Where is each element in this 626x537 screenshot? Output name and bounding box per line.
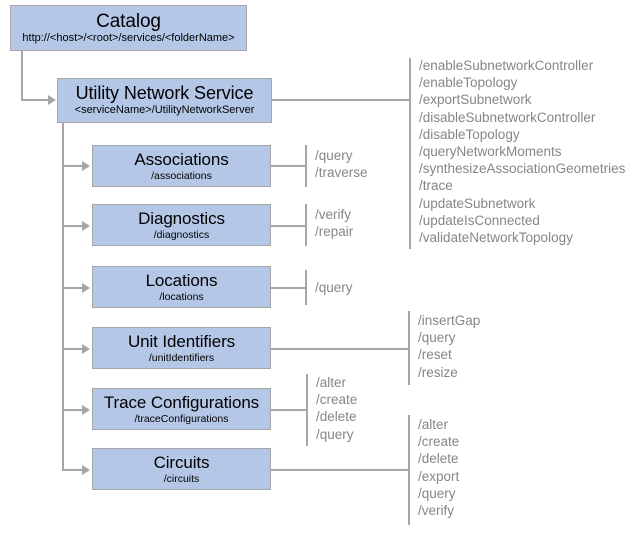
- trace-configurations-operation: /alter: [316, 375, 347, 390]
- bracket-locations-operations: [305, 270, 307, 305]
- connector-branch-locations: [62, 287, 84, 289]
- service-operation: /updateSubnetwork: [419, 195, 536, 211]
- arrow-to-unit-identifiers: [82, 344, 90, 354]
- bracket-service-operations: [409, 58, 411, 249]
- circuits-operation: /alter: [418, 417, 449, 432]
- connector-diagnostics-to-operations: [271, 225, 307, 227]
- connector-locations-to-operations: [271, 287, 307, 289]
- node-trace-configurations-path: /traceConfigurations: [134, 412, 229, 425]
- connector-unit-identifiers-to-operations: [271, 348, 410, 350]
- service-operation: /validateNetworkTopology: [419, 230, 573, 246]
- bracket-circuits-operations: [408, 415, 410, 525]
- circuits-operation: /verify: [418, 503, 455, 519]
- node-unit-identifiers-path: /unitIdentifiers: [148, 351, 215, 364]
- connector-branch-associations: [62, 165, 84, 167]
- bracket-trace-configurations-operations: [306, 374, 308, 446]
- operations-trace-configurations: /alter/create/delete/query: [316, 374, 357, 443]
- bracket-associations-operations: [305, 145, 307, 187]
- operations-circuits: /alter/create/delete/export/query/verify: [418, 416, 459, 519]
- connector-branch-unit-identifiers: [62, 348, 84, 350]
- node-trace-configurations: Trace Configurations /traceConfiguration…: [92, 388, 271, 430]
- diagnostics-operation: /verify: [315, 207, 352, 222]
- node-unit-identifiers: Unit Identifiers /unitIdentifiers: [92, 327, 271, 369]
- service-operation: /updateIsConnected: [419, 212, 540, 228]
- service-operation: /trace: [419, 178, 453, 194]
- node-catalog-title: Catalog: [96, 10, 161, 32]
- trace-configurations-operation: /create: [316, 392, 358, 408]
- node-circuits-path: /circuits: [163, 472, 200, 485]
- operations-unit-identifiers: /insertGap/query/reset/resize: [418, 312, 480, 381]
- operations-service: /enableSubnetworkController/enableTopolo…: [419, 57, 625, 246]
- node-associations-path: /associations: [151, 169, 212, 182]
- node-diagnostics: Diagnostics /diagnostics: [92, 204, 271, 246]
- bracket-diagnostics-operations: [305, 204, 307, 246]
- locations-operation: /query: [315, 280, 353, 295]
- service-operation: /disableSubnetworkController: [419, 109, 596, 125]
- node-diagnostics-title: Diagnostics: [138, 208, 225, 228]
- arrow-to-trace-configurations: [82, 405, 90, 415]
- node-catalog: Catalog http://<host>/<root>/services/<f…: [10, 5, 247, 51]
- node-locations: Locations /locations: [92, 266, 271, 308]
- circuits-operation: /query: [418, 485, 456, 501]
- service-operation: /exportSubnetwork: [419, 92, 532, 108]
- connector-trunk-vertical: [62, 123, 64, 471]
- arrow-to-circuits: [82, 465, 90, 475]
- associations-operation: /query: [315, 148, 353, 163]
- node-circuits-title: Circuits: [153, 452, 210, 472]
- arrow-catalog-to-service: [48, 95, 56, 105]
- unit-identifiers-operation: /reset: [418, 347, 452, 363]
- unit-identifiers-operation: /insertGap: [418, 313, 481, 328]
- node-service-path: <serviceName>/UtilityNetworkServer: [74, 104, 255, 116]
- node-trace-configurations-title: Trace Configurations: [103, 392, 260, 412]
- arrow-to-locations: [82, 283, 90, 293]
- node-service-title: Utility Network Service: [75, 83, 254, 103]
- node-utility-network-service: Utility Network Service <serviceName>/Ut…: [57, 78, 272, 123]
- unit-identifiers-operation: /resize: [418, 364, 458, 380]
- service-operation: /disableTopology: [419, 126, 520, 142]
- service-operation: /synthesizeAssociationGeometries: [419, 161, 626, 177]
- node-locations-path: /locations: [159, 290, 204, 303]
- connector-circuits-to-operations: [271, 469, 410, 471]
- node-associations: Associations /associations: [92, 145, 271, 187]
- circuits-operation: /create: [418, 434, 460, 450]
- trace-configurations-operation: /query: [316, 426, 354, 442]
- service-operation: /queryNetworkMoments: [419, 144, 562, 160]
- connector-branch-diagnostics: [62, 225, 84, 227]
- node-locations-title: Locations: [145, 270, 218, 290]
- connector-service-to-operations: [272, 99, 410, 101]
- node-circuits: Circuits /circuits: [92, 448, 271, 490]
- connector-trace-configurations-to-operations: [271, 409, 308, 411]
- circuits-operation: /delete: [418, 451, 459, 467]
- connector-catalog-down: [21, 51, 23, 100]
- arrow-to-associations: [82, 161, 90, 171]
- arrow-to-diagnostics: [82, 221, 90, 231]
- node-unit-identifiers-title: Unit Identifiers: [127, 331, 236, 351]
- diagnostics-operation: /repair: [315, 224, 354, 240]
- node-associations-title: Associations: [134, 149, 229, 169]
- operations-associations: /query/traverse: [315, 147, 368, 181]
- node-catalog-path: http://<host>/<root>/services/<folderNam…: [22, 31, 235, 44]
- trace-configurations-operation: /delete: [316, 409, 357, 425]
- associations-operation: /traverse: [315, 165, 368, 181]
- service-operation: /enableSubnetworkController: [419, 58, 594, 73]
- circuits-operation: /export: [418, 468, 460, 484]
- node-diagnostics-path: /diagnostics: [153, 228, 210, 241]
- unit-identifiers-operation: /query: [418, 330, 456, 346]
- operations-locations: /query: [315, 279, 353, 296]
- connector-branch-circuits: [62, 469, 84, 471]
- operations-diagnostics: /verify/repair: [315, 206, 353, 240]
- connector-catalog-right: [21, 99, 50, 101]
- connector-branch-trace-configurations: [62, 409, 84, 411]
- service-operation: /enableTopology: [419, 75, 518, 91]
- bracket-unit-identifiers-operations: [408, 311, 410, 385]
- connector-associations-to-operations: [271, 165, 307, 167]
